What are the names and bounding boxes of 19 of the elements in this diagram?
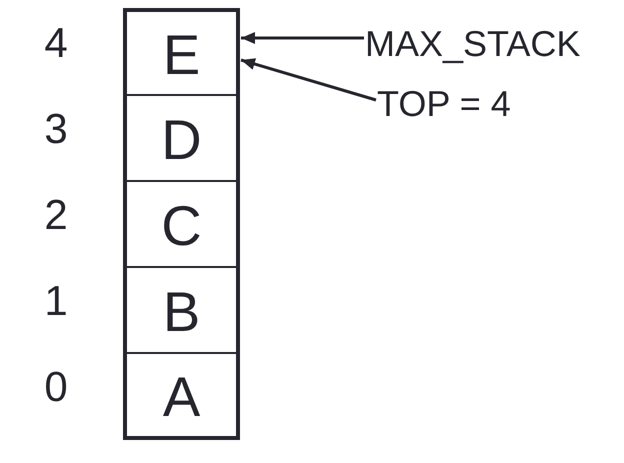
pointer-label: MAX_STACK (365, 24, 580, 64)
cell-letter: E (162, 22, 200, 84)
index-number: 2 (43, 192, 69, 238)
stack-cell (123, 352, 240, 440)
arrow (240, 58, 376, 102)
stack-cell (123, 94, 240, 180)
arrow (241, 32, 364, 44)
index-number: 3 (43, 106, 69, 152)
stack-cell (123, 266, 240, 352)
index-number: 0 (43, 364, 69, 410)
cell-letter: D (161, 107, 202, 169)
pointer-label: TOP = 4 (377, 84, 511, 124)
index-number: 4 (43, 20, 69, 66)
cell-letter: A (162, 364, 200, 426)
index-number: 1 (43, 278, 69, 324)
stack-cell (123, 180, 240, 266)
cell-letter: C (161, 193, 202, 255)
cell-letter: B (162, 279, 200, 341)
stack-cell (123, 8, 240, 94)
